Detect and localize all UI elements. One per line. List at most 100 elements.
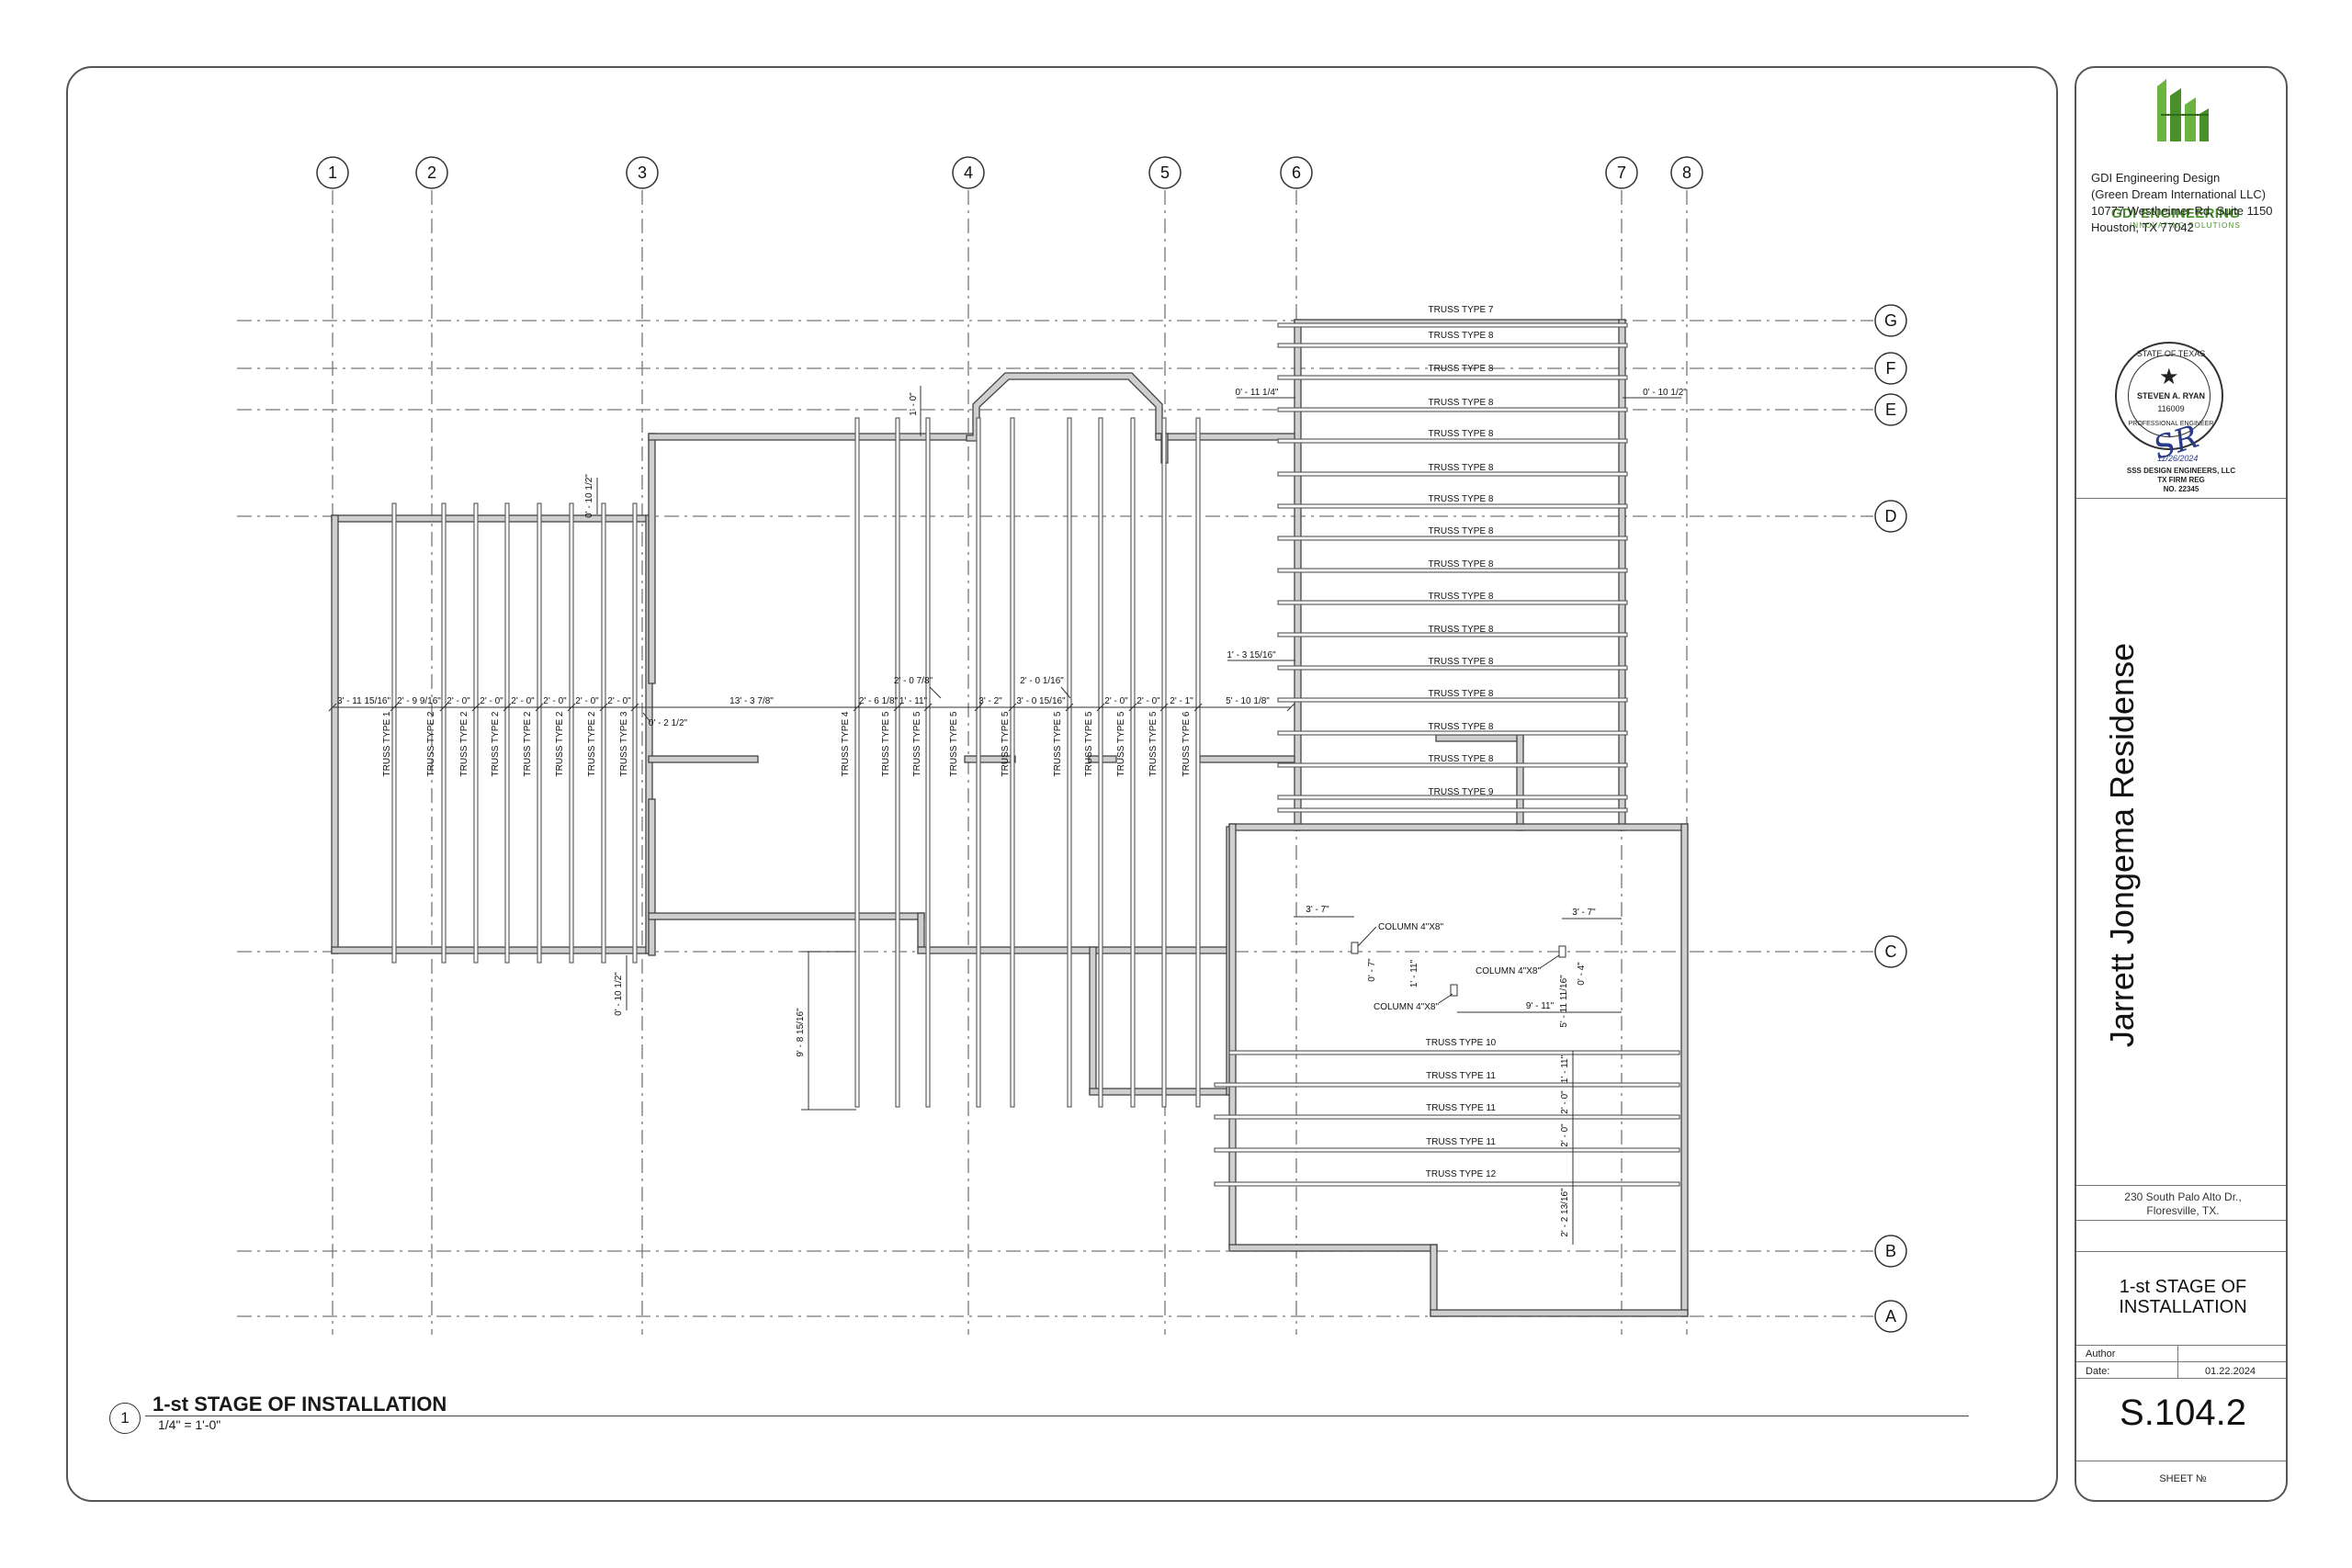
truss-label: TRUSS TYPE 11 — [1426, 1137, 1496, 1147]
dimension-text: 2' - 0" — [511, 696, 535, 706]
site-address-line: Floresville, TX. — [2146, 1204, 2220, 1217]
truss-member — [601, 502, 606, 964]
firm-name: SSS DESIGN ENGINEERS, LLC — [2126, 467, 2236, 475]
truss-member — [1195, 417, 1201, 1108]
truss-label: TRUSS TYPE 8 — [1429, 559, 1494, 570]
column-post — [1351, 942, 1359, 954]
truss-member — [895, 417, 900, 1108]
column-label: COLUMN 4"X8" — [1378, 922, 1443, 932]
truss-label: TRUSS TYPE 4 — [841, 711, 851, 776]
dimension-text: 1' - 0" — [909, 392, 919, 416]
grid-bubble-1 — [316, 156, 349, 189]
grid-label-6: 6 — [1292, 164, 1301, 182]
truss-member — [1098, 417, 1103, 1108]
dimension-text: 2' - 0" — [607, 696, 631, 706]
dimension-text: 5' - 11 11/16" — [1559, 975, 1569, 1028]
date-value: 01.22.2024 — [2205, 1366, 2256, 1377]
truss-member — [473, 502, 479, 964]
truss-member — [1277, 730, 1628, 736]
dimension-text: 2' - 0" — [1560, 1090, 1570, 1114]
truss-set-vertical — [391, 417, 1201, 1108]
column-post — [1450, 984, 1458, 997]
dimension-text: 2' - 0" — [1136, 696, 1160, 706]
truss-member — [391, 502, 397, 964]
truss-member — [1277, 407, 1628, 412]
truss-label: TRUSS TYPE 5 — [1148, 711, 1159, 776]
truss-label: TRUSS TYPE 2 — [491, 711, 501, 776]
dimension-text: 1' - 11" — [1560, 1055, 1570, 1083]
truss-label: TRUSS TYPE 8 — [1429, 364, 1494, 374]
truss-member — [1277, 568, 1628, 573]
truss-member — [1277, 343, 1628, 348]
truss-member — [1277, 438, 1628, 444]
truss-label: TRUSS TYPE 8 — [1429, 494, 1494, 504]
dimension-text: 0' - 2 1/2" — [649, 718, 688, 728]
truss-label: TRUSS TYPE 12 — [1426, 1169, 1497, 1179]
truss-label: TRUSS TYPE 5 — [912, 711, 922, 776]
dimension-text: 2' - 0" — [1104, 696, 1128, 706]
dimension-text: 2' - 0" — [480, 696, 503, 706]
truss-label: TRUSS TYPE 5 — [949, 711, 959, 776]
grid-label-D: D — [1885, 507, 1897, 525]
truss-member — [1277, 697, 1628, 703]
truss-label: TRUSS TYPE 1 — [382, 711, 392, 776]
truss-member — [1277, 762, 1628, 768]
grid-bubble-D — [1874, 500, 1907, 533]
truss-label: TRUSS TYPE 8 — [1429, 463, 1494, 473]
truss-member — [1214, 1147, 1680, 1153]
truss-label: TRUSS TYPE 11 — [1426, 1103, 1496, 1113]
dimension-text: 3' - 11 15/16" — [337, 696, 391, 706]
grid-bubble-3 — [626, 156, 659, 189]
truss-member — [441, 502, 447, 964]
truss-label: TRUSS TYPE 8 — [1429, 398, 1494, 408]
dimension-text: 2' - 1" — [1170, 696, 1193, 706]
truss-member — [854, 417, 860, 1108]
truss-label: TRUSS TYPE 5 — [881, 711, 891, 776]
sheet-border — [66, 66, 2058, 1502]
grid-bubble-E — [1874, 393, 1907, 426]
dimension-text: 2' - 2 13/16" — [1560, 1188, 1570, 1237]
dimension-text: 1' - 11" — [1409, 959, 1419, 987]
dimension-text: 2' - 0" — [575, 696, 599, 706]
truss-member — [1214, 1082, 1680, 1088]
sheet-number-label: SHEET № — [2159, 1473, 2207, 1484]
engineer-seal: ★ STATE OF TEXAS STEVEN A. RYAN 116009 P… — [2115, 342, 2223, 450]
dimension-text: 3' - 0 15/16" — [1016, 696, 1066, 706]
dimension-text: 2' - 6 1/8" — [859, 696, 899, 706]
truss-member — [1277, 795, 1628, 800]
truss-label: TRUSS TYPE 8 — [1429, 625, 1494, 635]
truss-member — [1277, 375, 1628, 380]
company-address-line: (Green Dream International LLC) — [2091, 187, 2267, 201]
sheet-stage-line: 1-st STAGE OF — [2119, 1277, 2247, 1297]
dimension-text: 0' - 10 1/2" — [614, 972, 624, 1016]
sheet-stage-line: INSTALLATION — [2119, 1297, 2247, 1317]
truss-label: TRUSS TYPE 8 — [1429, 331, 1494, 341]
dimension-text: 2' - 0" — [1560, 1123, 1570, 1147]
truss-label: TRUSS TYPE 8 — [1429, 526, 1494, 536]
truss-label: TRUSS TYPE 8 — [1429, 657, 1494, 667]
grid-label-4: 4 — [964, 164, 973, 182]
truss-member — [925, 417, 931, 1108]
truss-member — [1214, 1114, 1680, 1120]
grid-bubble-B — [1874, 1235, 1907, 1268]
truss-label: TRUSS TYPE 2 — [459, 711, 469, 776]
grid-label-G: G — [1884, 311, 1897, 330]
truss-member — [1214, 1181, 1680, 1187]
truss-label: TRUSS TYPE 10 — [1426, 1038, 1497, 1048]
view-number-marker: 1 — [109, 1403, 141, 1434]
firm-reg-label: TX FIRM REG — [2157, 476, 2205, 484]
author-label: Author — [2086, 1348, 2116, 1359]
truss-member — [1010, 417, 1015, 1108]
truss-member — [569, 502, 574, 964]
truss-label: TRUSS TYPE 6 — [1182, 711, 1192, 776]
truss-label: TRUSS TYPE 5 — [1001, 711, 1011, 776]
truss-member — [1228, 1050, 1680, 1055]
truss-member — [1277, 632, 1628, 637]
grid-label-B: B — [1885, 1242, 1896, 1260]
truss-label: TRUSS TYPE 8 — [1429, 689, 1494, 699]
dimension-text: 5' - 10 1/8" — [1226, 696, 1270, 706]
grid-label-5: 5 — [1160, 164, 1170, 182]
truss-member — [1277, 536, 1628, 541]
truss-label: TRUSS TYPE 3 — [619, 711, 629, 776]
